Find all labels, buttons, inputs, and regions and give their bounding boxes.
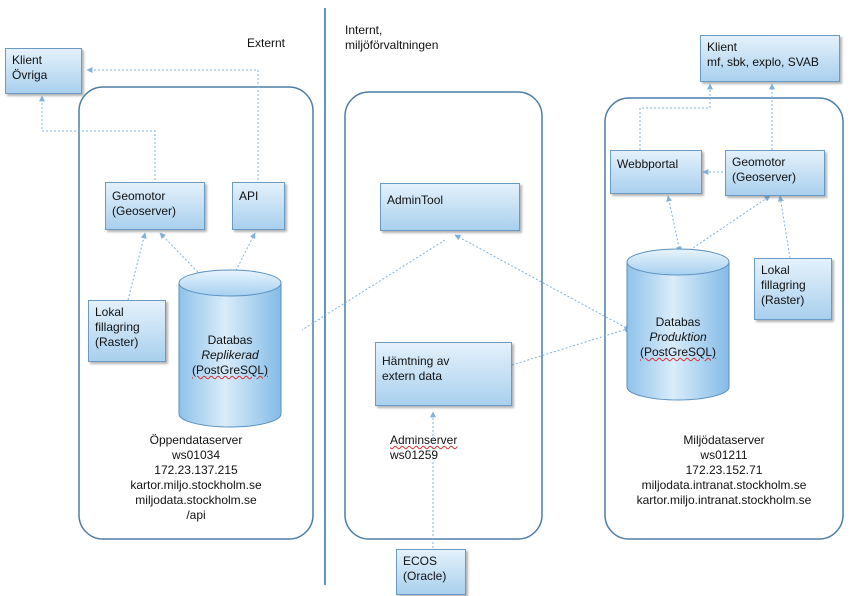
ecos-oracle-line1: ECOS	[403, 554, 438, 568]
server-info-miljodata-name: Miljödataserver	[683, 433, 765, 447]
server-info-miljodata-ip: 172.23.152.71	[685, 463, 763, 477]
server-container-oppendata	[78, 86, 314, 540]
zone-label-external: Externt	[247, 36, 286, 50]
connector-admintool-to-right-db	[454, 234, 631, 331]
client-internal-box: Klient mf, sbk, explo, SVAB	[700, 35, 840, 82]
database-replikerad-line2: Replikerad	[201, 348, 259, 362]
connector-storage-to-geomotor	[127, 232, 147, 301]
database-replikerad-cylinder	[178, 269, 282, 428]
connector-storage-to-geomotor	[777, 195, 791, 259]
geomotor-left-line2: (Geoserver)	[112, 204, 177, 218]
api-label: API	[239, 189, 259, 203]
api-box: API	[232, 182, 285, 230]
zone-label-internal: Internt, miljöförvaltningen	[345, 23, 438, 53]
server-info-admin-name: Adminserver	[390, 433, 458, 447]
geomotor-left-line1: Geomotor	[112, 189, 166, 203]
admintool-label: AdminTool	[387, 193, 444, 207]
storage-left-line2: fillagring	[95, 320, 140, 334]
connector-db-to-geomotor	[689, 195, 771, 251]
database-produktion-line1: Databas	[655, 315, 701, 329]
storage-left-line3: (Raster)	[95, 335, 139, 349]
server-info-oppendata-domain1: kartor.miljo.stockholm.se	[130, 478, 262, 492]
admintool-box: AdminTool	[380, 183, 520, 231]
geomotor-right-box: Geomotor (Geoserver)	[725, 150, 825, 196]
database-replikerad-line3: (PostGreSQL)	[191, 363, 269, 377]
geomotor-left-box: Geomotor (Geoserver)	[105, 182, 205, 230]
client-internal-line2: mf, sbk, explo, SVAB	[707, 55, 819, 69]
database-replikerad-label: Databas Replikerad (PostGreSQL)	[179, 333, 281, 378]
ecos-oracle-box: ECOS (Oracle)	[396, 549, 466, 595]
storage-left-line1: Lokal	[95, 305, 124, 319]
server-info-oppendata-domain2: miljodata.stockholm.se	[135, 493, 257, 507]
server-info-admin-host: ws01259	[390, 448, 439, 462]
geomotor-right-line1: Geomotor	[732, 155, 786, 169]
geomotor-right-line2: (Geoserver)	[732, 170, 797, 184]
storage-left-box: Lokal fillagring (Raster)	[88, 300, 166, 362]
server-info-oppendata-name: Öppendataserver	[149, 433, 243, 447]
zone-label-internal-line1: Internt,	[345, 23, 383, 37]
connector-fetch-to-right-db	[511, 326, 631, 366]
storage-right-box: Lokal fillagring (Raster)	[754, 258, 832, 320]
ecos-oracle-line2: (Oracle)	[403, 569, 447, 583]
database-produktion-line2: Produktion	[649, 330, 707, 344]
webbportal-label: Webbportal	[617, 157, 679, 171]
server-info-oppendata-host: ws01034	[171, 448, 221, 462]
connector-geomotor-to-client-ovriga	[39, 95, 156, 180]
server-info-miljodata-host: ws01211	[700, 448, 748, 462]
connector-db-to-api	[224, 232, 256, 293]
server-info-miljodata-domain2: kartor.miljo.intranat.stockholm.se	[636, 493, 812, 507]
database-replikerad-line1: Databas	[207, 333, 253, 347]
connector-portal-to-client	[639, 83, 713, 150]
server-info-miljodata-domain1: miljodata.intranat.stockholm.se	[641, 478, 807, 492]
client-ovriga-line2: Övriga	[12, 68, 48, 82]
connector-admintool-to-left-db	[301, 239, 446, 331]
server-info-admin: Adminserver ws01259	[390, 433, 457, 463]
server-info-oppendata-path: /api	[186, 508, 206, 522]
server-info-miljodata: Miljödataserver ws01211 172.23.152.71 mi…	[605, 433, 843, 508]
database-produktion-line3: (PostGreSQL)	[639, 345, 717, 359]
database-produktion-cylinder	[626, 248, 730, 401]
server-info-oppendata: Öppendataserver ws01034 172.23.137.215 k…	[79, 433, 313, 523]
database-produktion-label: Databas Produktion (PostGreSQL)	[627, 315, 729, 360]
storage-right-line3: (Raster)	[761, 293, 805, 307]
zone-label-internal-line2: miljöförvaltningen	[345, 38, 439, 52]
storage-right-line1: Lokal	[761, 263, 790, 277]
fetch-external-data-box: Hämtning av extern data	[375, 342, 512, 406]
server-info-oppendata-ip: 172.23.137.215	[154, 463, 238, 477]
webbportal-box: Webbportal	[610, 150, 702, 194]
fetch-external-data-line1: Hämtning av	[382, 354, 450, 368]
client-internal-line1: Klient	[707, 40, 738, 54]
server-container-admin	[344, 91, 543, 540]
client-ovriga-box: Klient Övriga	[5, 48, 82, 94]
fetch-external-data-line2: extern data	[382, 369, 443, 383]
storage-right-line2: fillagring	[761, 278, 806, 292]
client-ovriga-line1: Klient	[12, 53, 43, 67]
connector-api-to-client-ovriga	[86, 67, 259, 180]
connector-db-to-portal	[666, 195, 682, 253]
